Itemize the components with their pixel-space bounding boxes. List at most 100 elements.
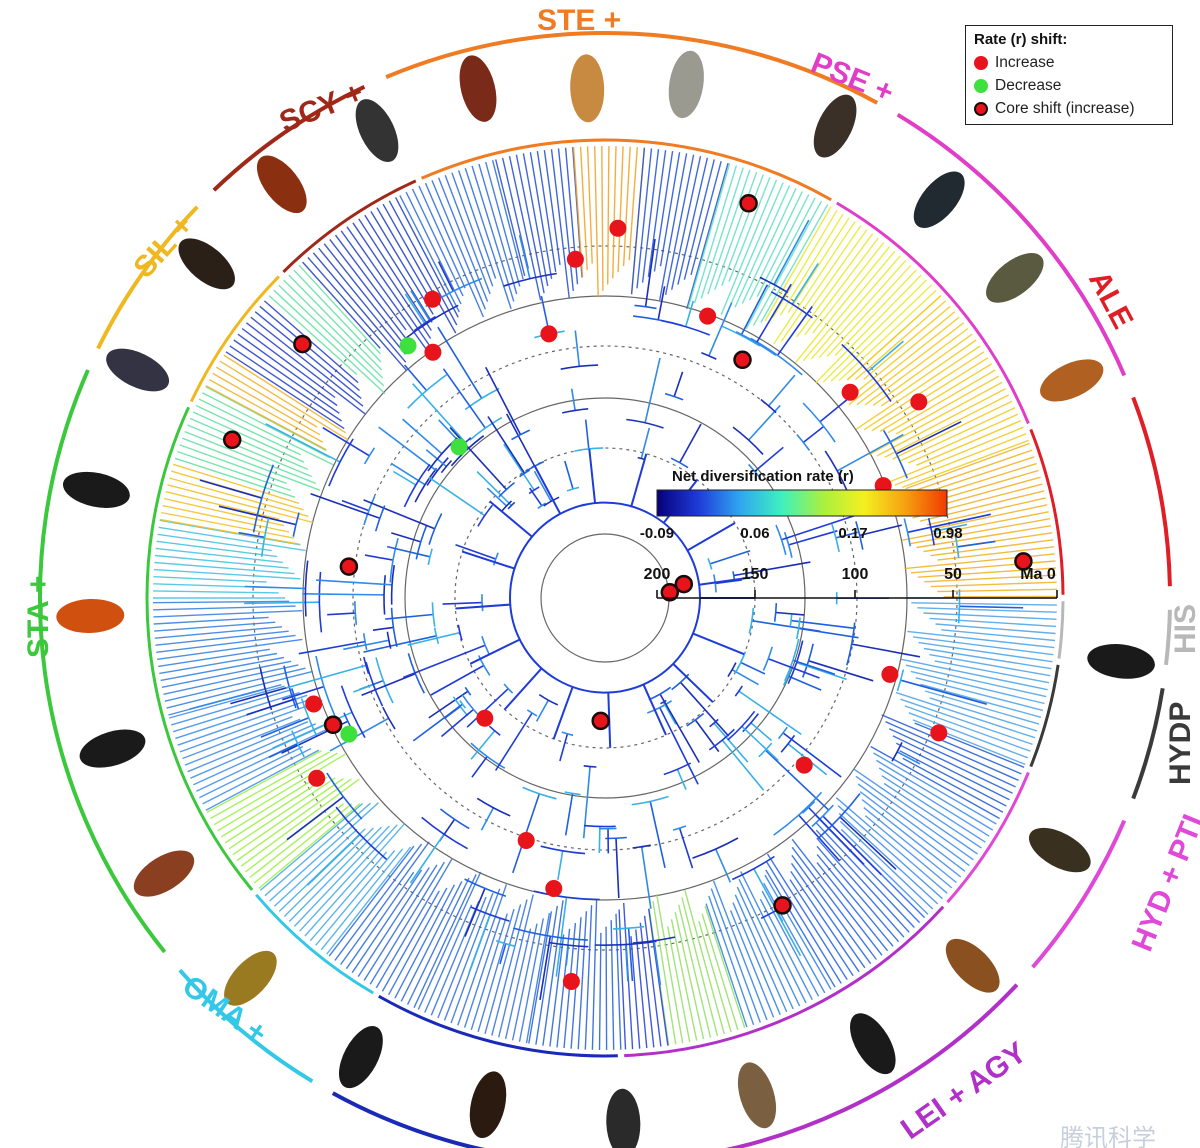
tip-branch [463,917,502,1028]
internal-branch [896,420,962,455]
tip-branch [249,803,345,879]
tip-branch [789,879,854,977]
internal-branch [409,833,445,884]
tip-branch [917,607,1057,613]
internal-branch-arc [538,693,559,706]
tip-branch [863,351,985,431]
tip-branch [352,222,432,339]
internal-branch-arc [439,808,470,830]
internal-branch-arc [564,791,581,796]
internal-branch-arc [841,343,892,402]
clade-label-his: HIS [1169,604,1200,654]
tip-branch [904,705,1031,752]
tip-branch [690,161,722,276]
tip-branch [884,394,1010,458]
tip-branch [364,214,433,323]
internal-branch-arc [459,699,467,709]
tip-branch [653,150,674,272]
tip-branch [667,926,691,1043]
internal-branch [189,688,266,710]
tip-branch [635,929,648,1049]
internal-branch-arc [513,927,588,941]
internal-branch-arc [721,325,761,347]
tip-branch [701,913,739,1031]
internal-branch-arc [390,607,398,647]
internal-branch [598,826,601,854]
beetle-image [256,155,307,214]
core-shift-marker [222,430,242,450]
internal-branch [402,418,443,455]
tip-branch [795,246,891,363]
internal-branch [437,326,483,399]
tip-branch [594,146,599,298]
tip-branch [736,886,794,1010]
clade-arc-sil-inner [189,275,280,403]
tip-branch [153,590,279,594]
internal-branch-arc [775,524,787,555]
internal-branch [768,374,796,407]
tip-branch [192,411,305,463]
internal-branch [464,888,486,937]
internal-branch [505,413,536,467]
tip-branch [406,877,470,1005]
tip-branch [258,803,361,890]
internal-branch-arc [507,501,516,510]
tip-branch [358,218,432,331]
tip-branch [413,874,477,1008]
tip-branch [607,145,610,285]
tip-branch [895,742,1010,801]
clade-label-ale: ALE [1082,266,1139,334]
tip-branch [381,890,440,992]
increase-marker [424,290,441,308]
internal-branch [835,531,858,539]
tip-branch [838,289,937,381]
tip-branch [484,904,522,1034]
clade-label-lei-agy: LEI + AGY [895,1036,1033,1146]
tip-branch [760,204,829,323]
internal-branch [559,733,569,762]
tip-branch [269,802,379,902]
internal-branch-arc [519,469,531,478]
tip-branch [470,913,508,1031]
tip-branch [863,807,957,884]
internal-branch-arc [464,878,507,897]
tip-branch [584,905,593,1050]
tip-branch [206,749,322,813]
tip-branch [199,745,304,799]
internal-branch [372,626,394,631]
internal-branch-arc [326,772,363,820]
tip-branch [477,908,515,1032]
internal-branch-arc [742,713,760,733]
internal-branch [428,690,469,719]
tip-branch [529,152,553,280]
internal-branch-arc [648,686,672,701]
time-axis-tick: 150 [741,566,769,583]
tip-branch [830,284,932,382]
tip-branch [923,612,1057,620]
internal-branch [644,238,656,307]
increase-marker [841,383,859,401]
tip-branch [902,511,1049,541]
tip-branch [346,226,431,347]
internal-branch [341,499,370,512]
tip-branch [729,910,775,1018]
tip-branch [838,812,939,905]
internal-branch-arc [403,463,431,508]
internal-branch-arc [291,688,300,710]
internal-branch-arc [259,667,273,711]
tip-branch [905,664,1047,698]
tip-branch [340,230,431,355]
tip-branch [912,636,1054,656]
clade-label-sta: STA + [22,575,55,658]
internal-branch [564,793,574,836]
internal-branch [533,470,552,502]
internal-branch [791,619,854,629]
clade-arc-scy-inner [282,179,417,273]
internal-branch-arc [692,837,739,859]
colorbar-tick: -0.09 [639,525,675,542]
tip-branch [883,782,982,849]
tip-branch [935,623,1056,635]
internal-branch [385,613,434,620]
tip-branch [340,841,430,966]
tip-branch [686,162,729,309]
